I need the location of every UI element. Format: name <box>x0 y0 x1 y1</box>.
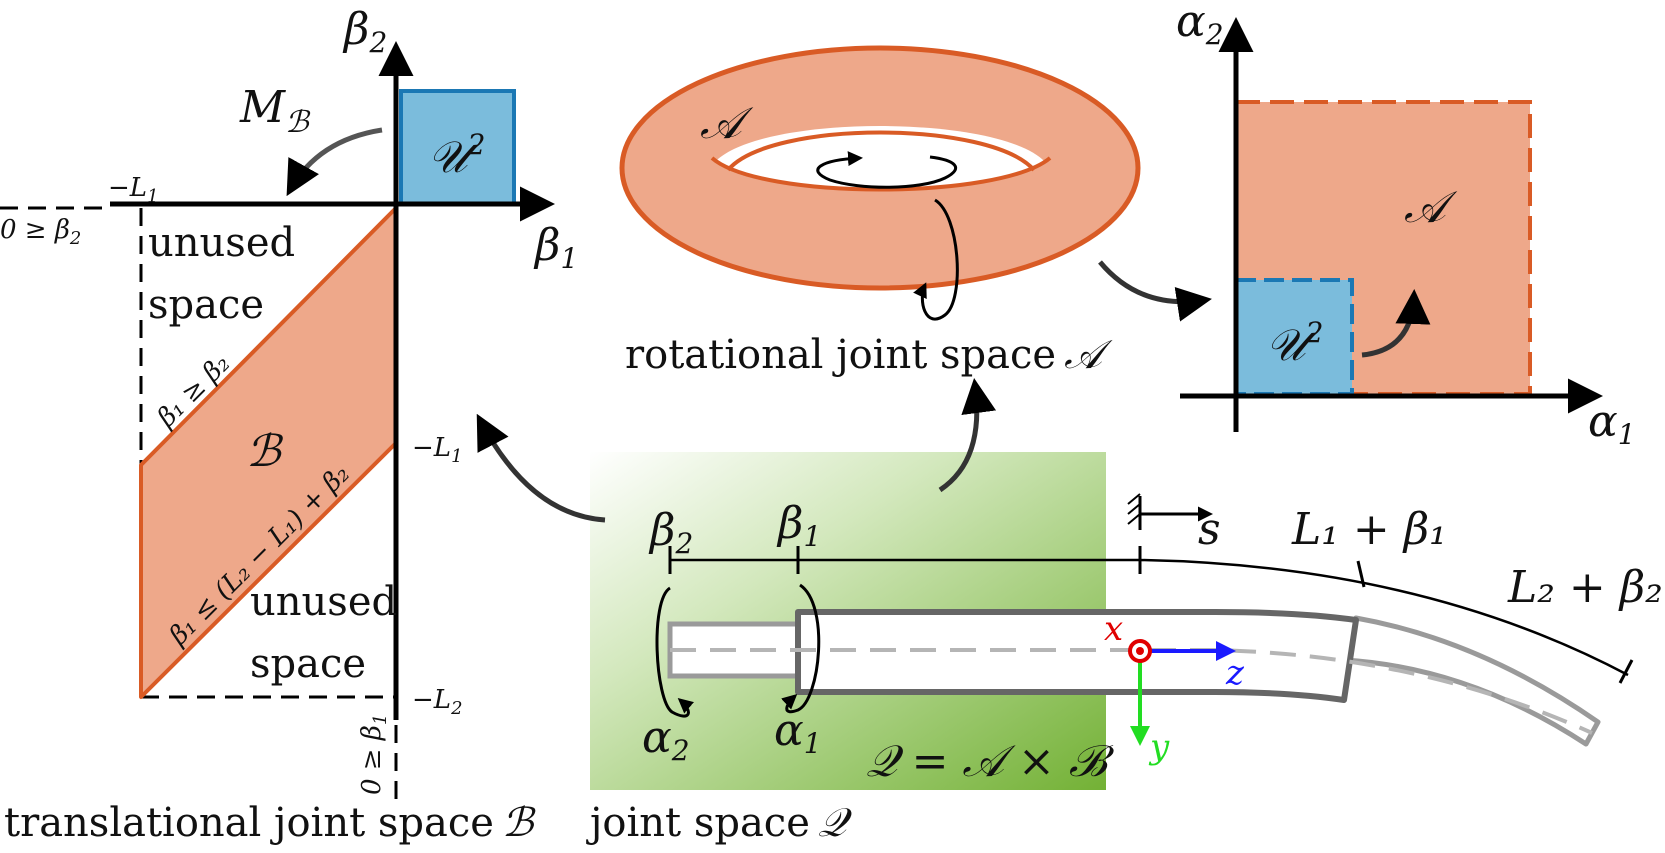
robot-alpha2-label: α2 <box>642 712 690 767</box>
robot-beta2-label: β2 <box>648 505 693 560</box>
robot-l2b2-label: L₂ + β₂ <box>1507 562 1663 613</box>
robot-beta1-label: β1 <box>776 498 821 553</box>
ineq-beta1-label: 0 ≥ β1 <box>357 714 391 795</box>
robot-tubes <box>655 493 1634 747</box>
ineq-beta2-label: 0 ≥ β2 <box>0 215 81 249</box>
robot-s-label: s <box>1198 504 1221 555</box>
frame-y-label: y <box>1148 727 1170 767</box>
q-equation-label: 𝒬 = 𝒜 × ℬ <box>866 736 1115 787</box>
unused-top-line2: space <box>148 282 264 328</box>
frame-x-label: x <box>1104 609 1123 649</box>
unused-bottom-line2: space <box>250 641 366 687</box>
neg-l2-label: −L2 <box>412 685 463 719</box>
torus-to-square-arrow <box>1098 260 1212 322</box>
region-b-label: ℬ <box>246 426 284 477</box>
torus <box>619 45 1141 321</box>
neg-l1-right-label: −L1 <box>412 433 463 467</box>
u2-square-left <box>399 89 516 206</box>
axis-beta1-label: β1 <box>533 220 578 275</box>
rotational-square-plot <box>1180 17 1603 432</box>
axis-alpha1-label: α1 <box>1588 396 1636 451</box>
axis-beta2-label: β2 <box>342 4 387 59</box>
unused-bottom-line1: unused <box>250 579 397 625</box>
neg-l1-top-label: −L1 <box>108 173 159 207</box>
arrow-to-rotational <box>938 378 997 493</box>
unused-top-line1: unused <box>148 220 295 266</box>
map-label: Mℬ <box>239 82 311 140</box>
translational-plot <box>0 41 555 800</box>
arrow-to-translational <box>476 413 606 523</box>
map-arrow <box>286 127 383 197</box>
robot-alpha1-label: α1 <box>774 705 822 760</box>
axis-alpha2-label: α2 <box>1176 0 1224 51</box>
robot-l1b1-label: L₁ + β₁ <box>1291 504 1447 555</box>
frame-z-label: z <box>1225 653 1245 693</box>
